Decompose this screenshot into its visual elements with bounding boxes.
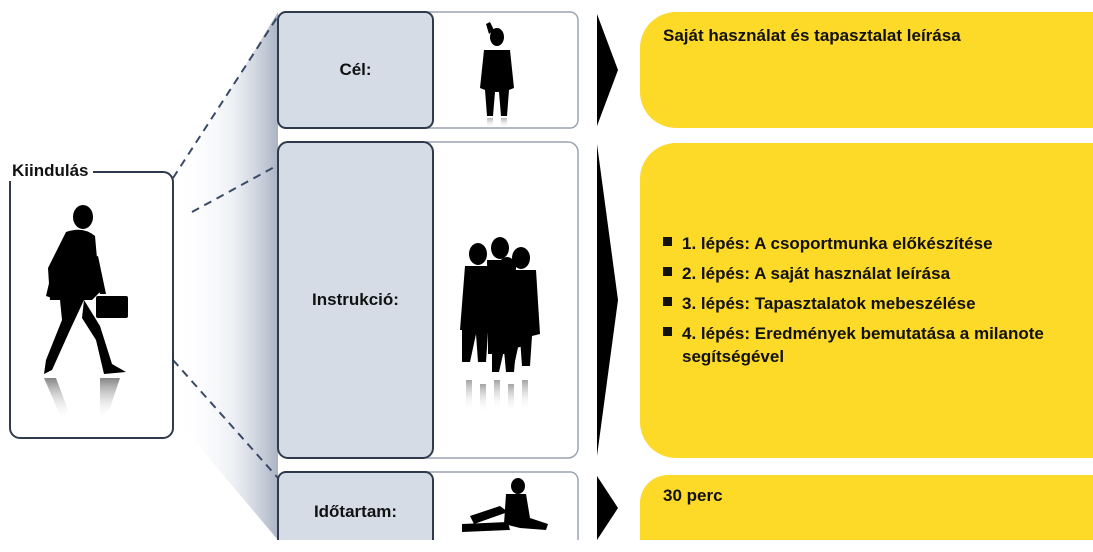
sitting-person-silhouette	[462, 478, 548, 532]
duration-text: 30 perc	[663, 486, 723, 505]
diagram-graphics	[9, 11, 618, 540]
funnel-shape	[175, 12, 278, 540]
start-label: Kiindulás	[8, 161, 93, 181]
step-item: 1. lépés: A csoportmunka előkészítése	[662, 232, 1082, 255]
goal-label: Cél:	[339, 60, 372, 79]
goal-label-box	[277, 11, 434, 129]
instruction-panel	[640, 143, 1093, 458]
duration-panel	[640, 475, 1093, 540]
group-silhouette	[460, 237, 540, 372]
funnel-line-bottom	[172, 359, 279, 479]
duration-label-box	[277, 471, 434, 540]
phone-man-silhouette	[480, 22, 514, 116]
funnel-line-mid	[191, 164, 279, 213]
instruction-label-box	[277, 141, 434, 459]
step-item: 2. lépés: A saját használat leírása	[662, 262, 1082, 285]
phone-man-reflection	[487, 118, 507, 128]
instruction-label: Instrukció:	[312, 290, 399, 309]
walking-man-reflection	[44, 378, 120, 420]
instruction-steps: 1. lépés: A csoportmunka előkészítése 2.…	[662, 232, 1082, 375]
walking-man-silhouette	[44, 205, 128, 374]
goal-text: Saját használat és tapasztalat leírása	[663, 26, 961, 45]
step-item: 3. lépés: Tapasztalatok mebeszélése	[662, 292, 1082, 315]
arrow-instruction	[597, 144, 618, 456]
duration-label: Időtartam:	[313, 502, 398, 521]
group-reflection	[466, 380, 528, 412]
arrow-duration	[597, 476, 618, 540]
arrow-goal	[597, 14, 618, 126]
step-item: 4. lépés: Eredmények bemutatása a milano…	[662, 322, 1082, 368]
goal-panel	[640, 12, 1093, 128]
funnel-line-top	[172, 15, 279, 179]
